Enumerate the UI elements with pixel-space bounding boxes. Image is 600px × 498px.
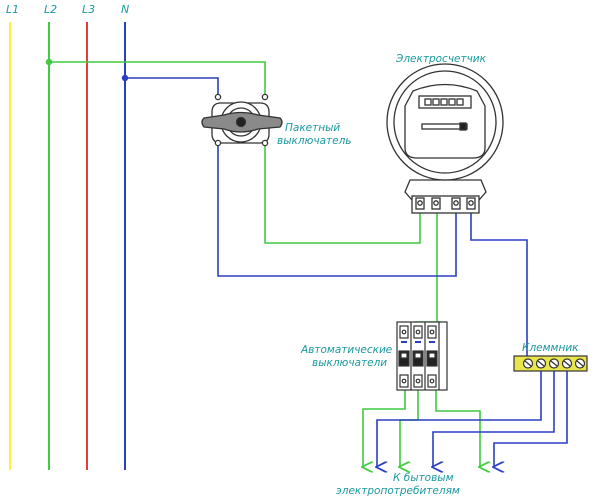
terminal-label: Клеммник	[522, 342, 579, 354]
breakers-label-line1: Автоматические	[300, 344, 392, 356]
consumer-wiring	[363, 371, 568, 467]
switch-label-line1: Пакетный	[285, 122, 340, 134]
neutral-wiring	[125, 77, 528, 364]
switch-label-line2: выключатель	[277, 135, 351, 147]
terminal-block	[513, 355, 588, 372]
circuit-breakers	[396, 321, 448, 391]
packet-switch	[201, 93, 283, 147]
bus-label-l2: L2	[44, 3, 57, 16]
bus-label-n: N	[121, 3, 129, 16]
consumers-label-line2: электропотребителям	[336, 485, 460, 497]
electricity-meter	[386, 63, 504, 214]
meter-label: Электросчетчик	[395, 53, 487, 65]
bus-label-l3: L3	[82, 3, 95, 16]
consumers-label-line1: К бытовым	[393, 472, 454, 484]
breakers-label-line2: выключатели	[312, 357, 387, 369]
bus-label-l1: L1	[6, 3, 19, 16]
